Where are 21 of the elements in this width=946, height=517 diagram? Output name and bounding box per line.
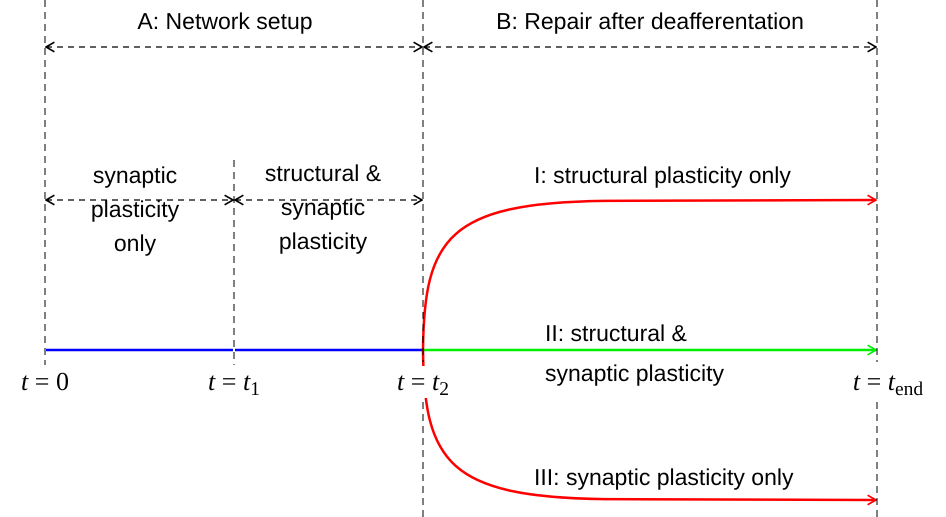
- dashed-double-arrow: [45, 194, 234, 206]
- timeline-line: [424, 344, 877, 356]
- curved-arrow: [422, 194, 877, 350]
- timeline-line: [235, 348, 422, 352]
- curved-arrow: [422, 350, 877, 506]
- timeline-line: [46, 348, 233, 352]
- dashed-double-arrow: [45, 41, 423, 53]
- dashed-time-marker: [422, 0, 424, 362]
- dashed-double-arrow: [234, 194, 423, 206]
- edge-label: II: structural & synaptic plasticity: [545, 319, 725, 388]
- edge-label: structural & synaptic plasticity: [264, 159, 382, 256]
- edge-label: synaptic plasticity only: [90, 161, 180, 258]
- dashed-time-marker: [44, 0, 46, 365]
- dashed-time-marker: [876, 0, 878, 362]
- edge-label: B: Repair after deafferentation: [495, 7, 805, 36]
- dashed-time-marker: [876, 402, 878, 517]
- dashed-time-marker: [233, 160, 235, 365]
- edge-label: A: Network setup: [136, 7, 314, 36]
- dashed-double-arrow: [423, 41, 877, 53]
- edge-label: III: synaptic plasticity only: [534, 463, 794, 492]
- edge-label: I: structural plasticity only: [534, 161, 792, 190]
